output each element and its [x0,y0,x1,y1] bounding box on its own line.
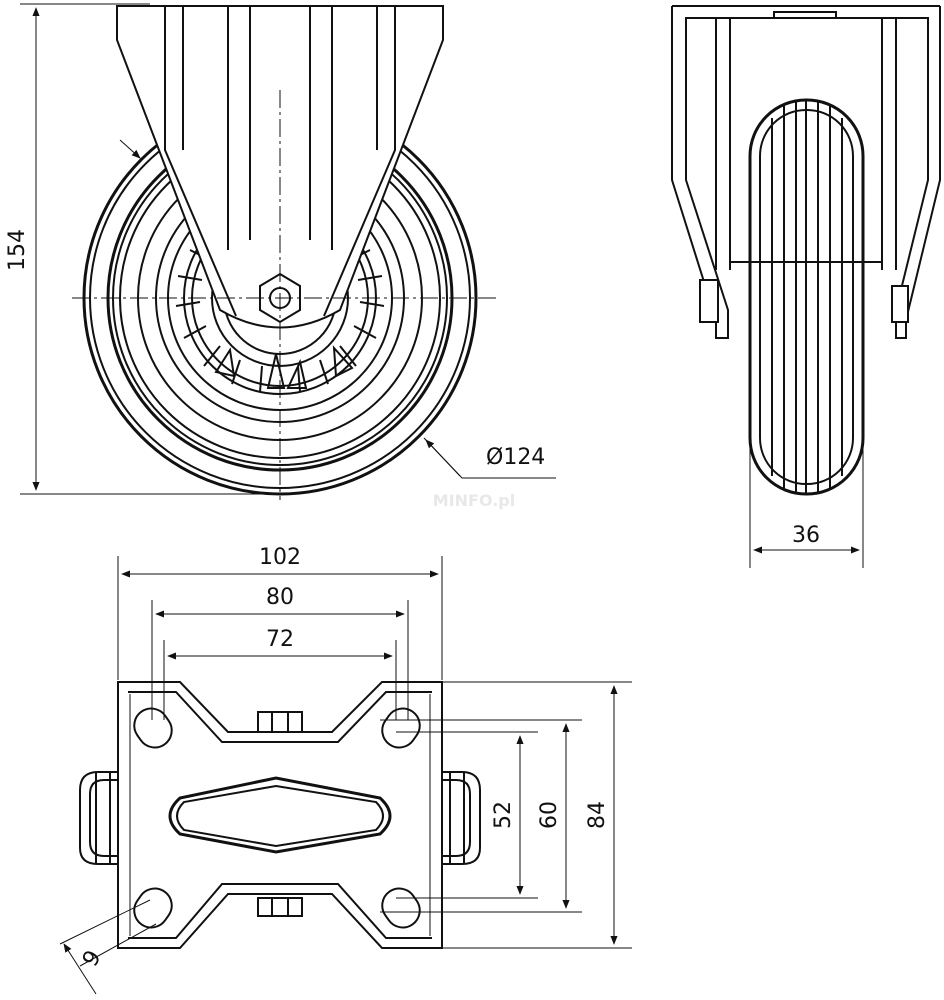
watermark: MINFO.pl [433,491,515,510]
top-nut [257,711,303,733]
axle-bolt-head [699,279,719,323]
dim-height-label: 154 [5,229,30,271]
front-view [20,3,556,500]
fork-front [116,5,444,329]
dim-hole-diameter-label: 9 [78,946,107,971]
dim-diameter-label: Ø124 [486,445,545,470]
hub-ribs [175,249,385,393]
dim-plate-width-label: 102 [259,545,301,570]
top-view [59,556,632,995]
dim-hole-spacing-outer-label: 80 [266,585,294,610]
dim-hole-depth-inner-label: 52 [491,801,516,829]
center-slot [168,776,392,854]
mount-hole-tr [381,707,421,749]
dim-plate-depth-label: 84 [585,801,610,829]
dim-hole-spacing-inner-label: 72 [266,627,294,652]
dim-wheel-width-label: 36 [792,523,820,548]
side-view [671,5,941,568]
mount-hole-tl [133,707,173,749]
dim-hole-depth-outer-label: 60 [537,801,562,829]
axle-nut-side [891,285,909,323]
bottom-nut [257,897,303,917]
mount-hole-bl [133,887,173,929]
